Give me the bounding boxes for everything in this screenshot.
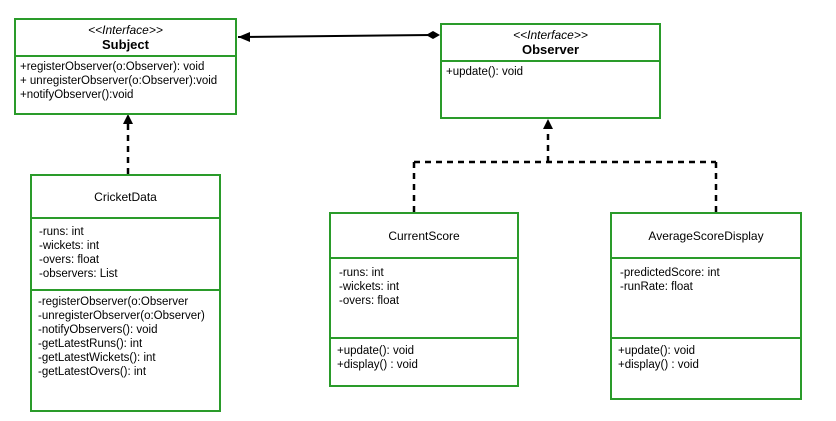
association-line [237, 34, 433, 38]
currentscore-attribute: -runs: int [339, 267, 384, 279]
averagescoredisplay-method: +display() : void [618, 359, 699, 371]
cricketdata-method: -notifyObservers(): void [38, 324, 158, 336]
cricketdata-method: -registerObserver(o:Observer [38, 296, 189, 308]
observer-name: Observer [521, 42, 580, 57]
association-arrowhead [238, 32, 250, 42]
currentscore-name: CurrentScore [388, 228, 460, 243]
observer-realization-arrowhead [543, 119, 553, 129]
cricketdata-attribute: -observers: List [39, 268, 118, 280]
observer-header: <<Interface>> Observer [442, 25, 659, 62]
cricketdata-name: CricketData [94, 189, 157, 204]
averagescoredisplay-name: AverageScoreDisplay [648, 228, 764, 243]
cricketdata-method: -getLatestWickets(): int [38, 352, 156, 364]
cricketdata-attribute: -overs: float [39, 254, 100, 266]
observer-method: +update(): void [446, 66, 524, 78]
currentscore-methods: +update(): void +display() : void [331, 339, 517, 377]
averagescoredisplay-attribute: -predictedScore: int [620, 267, 720, 279]
subject-header: <<Interface>> Subject [16, 20, 235, 57]
currentscore-class-box[interactable]: CurrentScore -runs: int -wickets: int -o… [329, 212, 519, 387]
currentscore-method: +update(): void [337, 345, 415, 357]
subject-stereotype: <<Interface>> [88, 23, 163, 37]
observer-methods: +update(): void [442, 62, 659, 82]
cricketdata-realization-arrowhead [123, 114, 133, 124]
averagescoredisplay-attribute: -runRate: float [620, 281, 693, 293]
cricketdata-attributes: -runs: int -wickets: int -overs: float -… [32, 219, 219, 291]
cricketdata-method: -getLatestOvers(): int [38, 366, 147, 378]
subject-method: +notifyObserver():void [20, 89, 134, 101]
subject-methods: +registerObserver(o:Observer): void + un… [16, 57, 235, 105]
averagescoredisplay-class-box[interactable]: AverageScoreDisplay -predictedScore: int… [610, 212, 802, 400]
cricketdata-header: CricketData [32, 176, 219, 219]
currentscore-attribute: -overs: float [339, 295, 400, 307]
currentscore-attribute: -wickets: int [339, 281, 400, 293]
currentscore-header: CurrentScore [331, 214, 517, 259]
cricketdata-class-box[interactable]: CricketData -runs: int -wickets: int -ov… [30, 174, 221, 412]
cricketdata-attribute: -wickets: int [39, 240, 100, 252]
subject-method: + unregisterObserver(o:Observer):void [20, 75, 218, 87]
averagescoredisplay-header: AverageScoreDisplay [612, 214, 800, 259]
averagescoredisplay-methods: +update(): void +display() : void [612, 339, 800, 377]
cricketdata-attribute: -runs: int [39, 226, 84, 238]
cricketdata-method: -unregisterObserver(o:Observer) [38, 310, 205, 322]
association-diamond [426, 31, 440, 39]
cricketdata-method: -getLatestRuns(): int [38, 338, 143, 350]
subject-method: +registerObserver(o:Observer): void [20, 61, 205, 73]
cricketdata-methods: -registerObserver(o:Observer -unregister… [32, 291, 219, 383]
observer-stereotype: <<Interface>> [513, 28, 588, 42]
observer-interface-box[interactable]: <<Interface>> Observer +update(): void [440, 23, 661, 119]
subject-interface-box[interactable]: <<Interface>> Subject +registerObserver(… [14, 18, 237, 115]
subject-name: Subject [102, 37, 149, 52]
currentscore-method: +display() : void [337, 359, 418, 371]
currentscore-attributes: -runs: int -wickets: int -overs: float [331, 259, 517, 339]
averagescoredisplay-method: +update(): void [618, 345, 696, 357]
averagescoredisplay-attributes: -predictedScore: int -runRate: float [612, 259, 800, 339]
